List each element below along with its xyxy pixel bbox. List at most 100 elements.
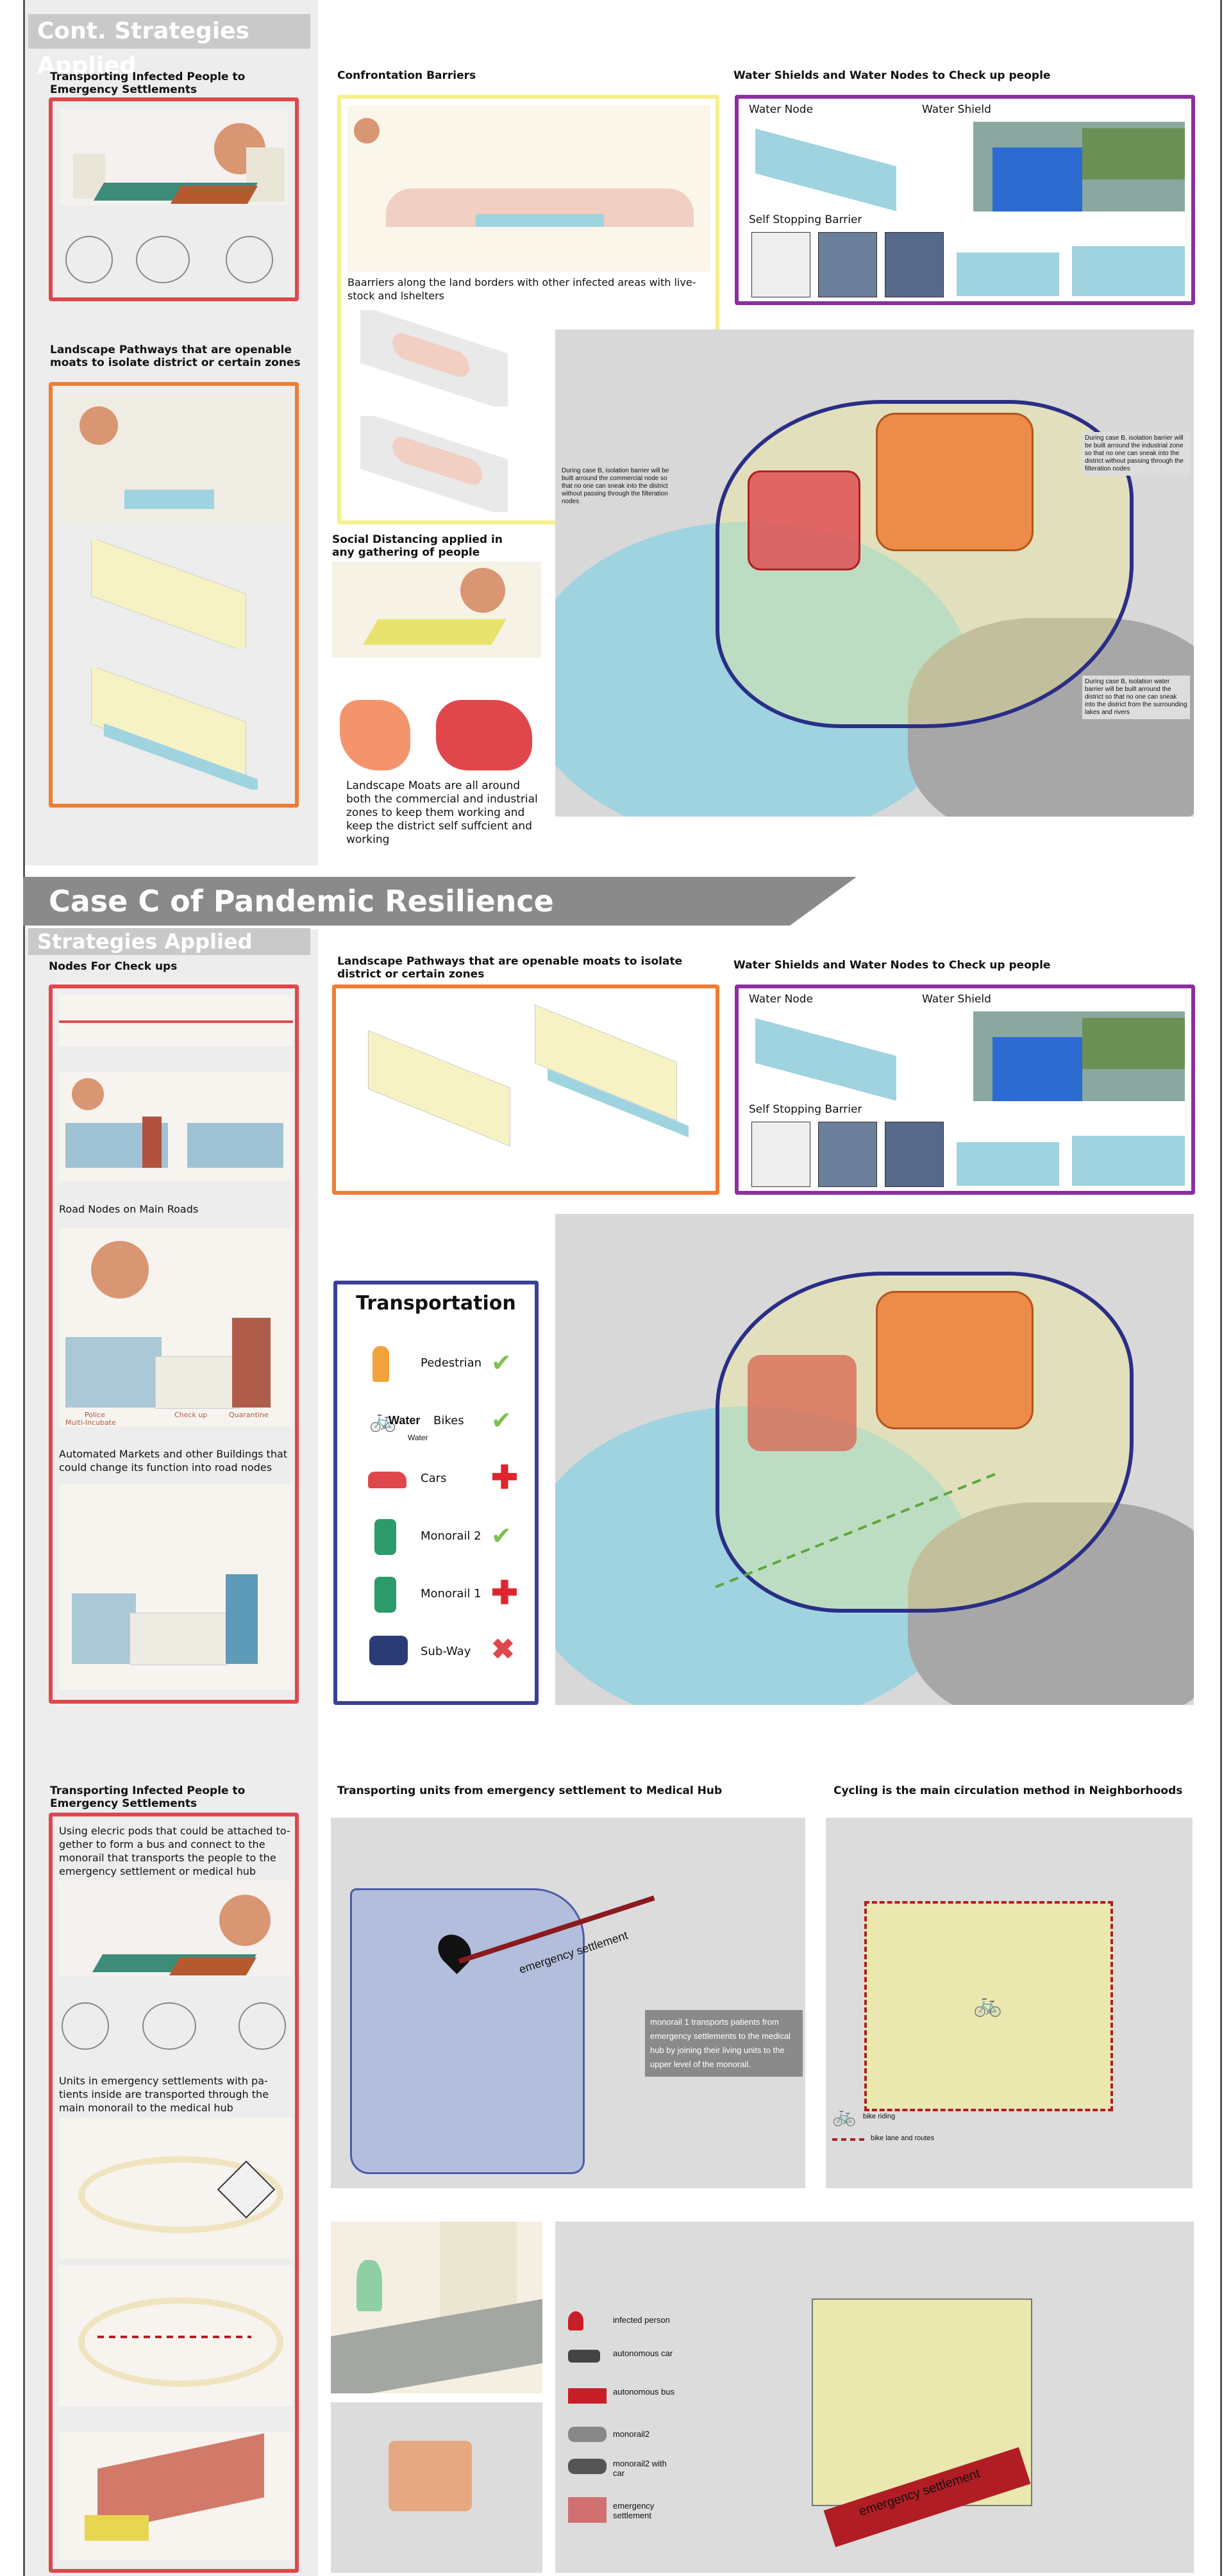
bike-lane-legend	[832, 2138, 864, 2141]
moat-isometric-2	[78, 668, 271, 790]
moats-caption: Landscape Moats are all around both the …	[346, 779, 538, 846]
automated-markets-diagram	[59, 1484, 293, 1690]
autonomous-bus-icon	[568, 2388, 607, 2404]
water-node-illustration-2	[749, 1011, 909, 1101]
cross-icon: ✚	[491, 1575, 518, 1611]
industrial-zone-c[interactable]	[876, 1291, 1034, 1429]
x-icon: ✖	[491, 1634, 515, 1665]
cycling-map[interactable]: 🚲 🚲 bike riding bike lane and routes	[826, 1818, 1193, 2188]
water-shield-label-2: Water Shield	[922, 993, 991, 1006]
infected-transport-illustration-2	[59, 1881, 293, 1977]
pods-text: Using elecric pods that could be attache…	[59, 1825, 290, 1877]
commercial-zone[interactable]	[748, 470, 860, 570]
moat-section-illustration	[60, 394, 288, 522]
section-banner: Cont. Strategies Applied	[28, 14, 310, 79]
road-nodes-diagram: Police Check up Quarantine Multi-Incubat…	[59, 1228, 293, 1427]
automated-markets-label: Automated Markets and other Buildings th…	[59, 1448, 288, 1474]
confrontation-frame: Baarriers along the land borders with ot…	[337, 95, 719, 524]
autonomous-car-icon	[568, 2350, 600, 2363]
police-label: Police	[85, 1411, 105, 1419]
barrier-step-1b	[751, 1122, 810, 1187]
units-text: Units in emergency settlements with pa-t…	[59, 2075, 269, 2114]
medical-hub-title: Transporting units from emergency settle…	[337, 1784, 723, 1797]
water-shield-photo-2	[973, 1011, 1185, 1101]
monorail-icon	[226, 236, 273, 283]
commercial-moat-icon	[340, 700, 410, 770]
emergency-legend-icon	[568, 2497, 607, 2523]
mini-map	[331, 2402, 542, 2573]
transport-label: Bikes	[433, 1414, 464, 1427]
medical-hub-map[interactable]: emergency settlement monorail 1 transpor…	[331, 1818, 805, 2188]
transport-infected-title: Transporting Infected People to Emergenc…	[50, 71, 246, 96]
bike-lane-label: bike lane and routes	[871, 2134, 935, 2142]
map-note-right-top: During case B, isolation barrier will be…	[1082, 432, 1190, 476]
social-distancing-illustration	[332, 561, 541, 658]
infected-icon	[568, 2311, 583, 2331]
quarantine-label: Quarantine	[229, 1411, 269, 1419]
water-node-illustration	[749, 122, 909, 212]
transport-row-monorail2: Monorail 2 ✔	[337, 1515, 530, 1560]
water-over-label: Water	[389, 1414, 421, 1427]
confrontation-title: Confrontation Barriers	[337, 69, 476, 82]
transport-infected-frame-2: Using elecric pods that could be attache…	[49, 1813, 299, 2573]
district-map-case-b[interactable]: During case B, isolation barrier will be…	[555, 329, 1194, 817]
barrier-section-2	[1072, 246, 1185, 296]
social-distancing-title: Social Distancing applied in any gatheri…	[332, 533, 503, 559]
bike-riding-icon: 🚲	[832, 2106, 857, 2127]
transport-infected-title-2: Transporting Infected People to Emergenc…	[50, 1784, 246, 1810]
water-under-label: Water	[408, 1433, 428, 1442]
water-node-label: Water Node	[749, 103, 814, 116]
barrier-step-2b	[818, 1122, 877, 1187]
monorail2-car-icon	[568, 2459, 607, 2474]
confrontation-caption: Baarriers along the land borders with ot…	[348, 276, 696, 302]
moat-iso-a	[362, 1027, 528, 1155]
legend-monorail2-car: monorail2 with car	[613, 2459, 667, 2478]
barrier-isometric-2	[348, 416, 521, 512]
legend-emergency: emergency settlement	[613, 2501, 655, 2520]
industrial-zone[interactable]	[876, 413, 1034, 551]
landscape-pathways-frame	[49, 382, 299, 808]
monorail2-icon	[374, 1519, 396, 1555]
barrier-step-2	[818, 232, 877, 297]
vertical-divider-right	[1220, 0, 1222, 2576]
pedestrian-icon	[373, 1346, 389, 1382]
transportation-frame: Transportation Pedestrian ✔ 🚲 Water Bike…	[333, 1281, 539, 1705]
barrier-section-2b	[1072, 1136, 1185, 1186]
pod-chain-icon	[136, 236, 190, 283]
infected-transport-illustration	[60, 109, 288, 205]
monorail2-legend-icon	[568, 2427, 607, 2442]
bike-icon: 🚲	[973, 1991, 1002, 2017]
transport-label: Monorail 1	[421, 1587, 482, 1600]
check-icon: ✔	[491, 1523, 512, 1550]
transport-infected-frame	[49, 97, 299, 301]
nodes-diagram	[59, 1072, 293, 1181]
water-frame: Water Node Water Shield Self Stopping Ba…	[735, 95, 1195, 305]
legend-bus: autonomous bus	[613, 2387, 675, 2397]
transport-label: Cars	[421, 1472, 447, 1485]
transport-label: Monorail 2	[421, 1529, 482, 1543]
nodes-timeline	[59, 995, 293, 1046]
checkup-label: Check up	[174, 1411, 208, 1419]
pod-icon-2	[62, 2002, 109, 2050]
commercial-zone-c[interactable]	[748, 1355, 857, 1451]
units-diagram-3	[59, 2432, 293, 2560]
water-shield-label: Water Shield	[922, 103, 991, 116]
confrontation-diagram	[348, 105, 710, 272]
road-nodes-label: Road Nodes on Main Roads	[59, 1203, 199, 1215]
case-banner-shape	[23, 877, 857, 926]
water-title: Water Shields and Water Nodes to Check u…	[733, 69, 1051, 82]
water-frame-2: Water Node Water Shield Self Stopping Ba…	[735, 985, 1195, 1195]
monorail1-icon	[374, 1577, 396, 1613]
legend-car: autonomous car	[613, 2348, 673, 2358]
map-note-right-bottom: During case B, isolation water barrier w…	[1082, 676, 1190, 719]
multi-incubate-label: Multi-Incubate	[65, 1418, 116, 1427]
legend-monorail2: monorail2	[613, 2429, 650, 2439]
nodes-frame: Road Nodes on Main Roads Police Check up…	[49, 985, 299, 1704]
district-detail-map[interactable]: emergency settlement infected person aut…	[555, 2222, 1194, 2573]
nodes-title: Nodes For Check ups	[49, 960, 178, 973]
legend: infected person autonomous car autonomou…	[562, 2298, 690, 2568]
check-icon: ✔	[491, 1408, 512, 1434]
district-map-case-c[interactable]	[555, 1214, 1194, 1705]
transport-row-subway: Sub-Way ✖	[337, 1631, 530, 1675]
barrier-step-3	[885, 232, 944, 297]
